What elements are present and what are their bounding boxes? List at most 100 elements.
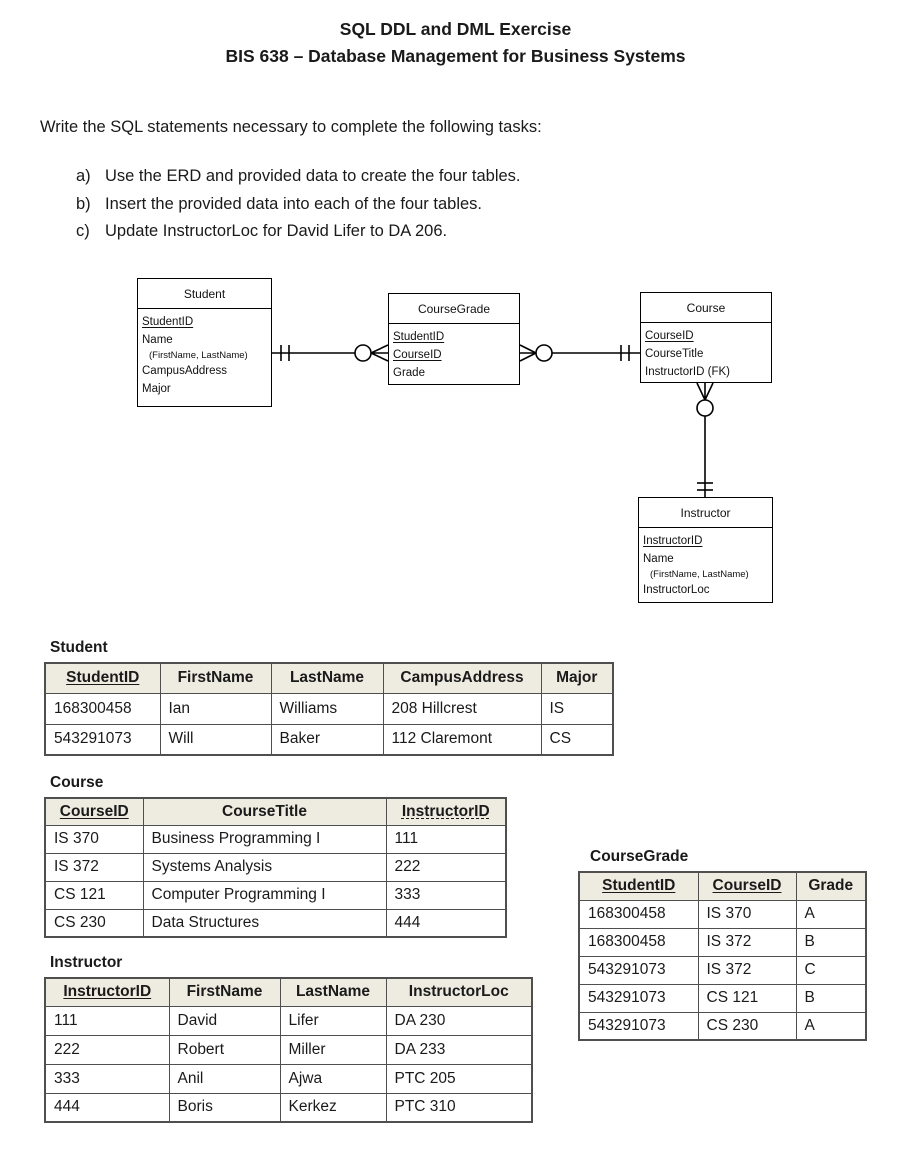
task-item: a) Use the ERD and provided data to creat…: [76, 163, 521, 191]
task-list: a) Use the ERD and provided data to creat…: [76, 163, 521, 246]
table-cell: Ajwa: [279, 1063, 387, 1094]
entity-attribute: InstructorLoc: [643, 584, 710, 596]
entity-attribute: Name: [142, 334, 173, 346]
table-cell: Miller: [279, 1034, 387, 1065]
connector-course-instructor: [696, 382, 714, 497]
table-cell: IS 370: [697, 899, 797, 929]
table-cell: IS: [540, 692, 614, 725]
task-item: b)Insert the provided data into each of …: [76, 191, 521, 219]
table-section-label: CourseGrade: [590, 848, 689, 865]
table-header-cell: FirstName: [168, 977, 281, 1007]
connector-coursegrade-course: [519, 344, 640, 362]
task-text: Use the ERD and provided data to create …: [105, 167, 521, 185]
entity-attribute: Grade: [393, 367, 425, 379]
table-cell: Business Programming I: [142, 824, 387, 854]
crow-foot-icon: [370, 344, 389, 362]
zero-many-mark: [535, 344, 553, 362]
table-cell: 208 Hillcrest: [382, 692, 542, 725]
entity-title: Student: [138, 279, 271, 309]
task-item: c) Update InstructorLoc for David Lifer t…: [76, 218, 521, 246]
table-cell: Systems Analysis: [142, 852, 387, 882]
connector-student-coursegrade: [272, 344, 389, 362]
table-header-cell: StudentID: [578, 871, 699, 901]
table-cell: 222: [385, 852, 507, 882]
entity-attributes: StudentID CourseID Grade: [389, 324, 519, 384]
task-text: Update InstructorLoc for David Lifer to …: [105, 222, 448, 240]
table-cell: David: [168, 1005, 281, 1036]
table-header-cell: CourseID: [697, 871, 797, 901]
entity-attribute: (FirstName, LastName): [149, 350, 248, 361]
page-title: SQL DDL and DML Exercise: [339, 19, 572, 39]
table-cell: 222: [44, 1034, 170, 1065]
table-cell: 333: [385, 880, 507, 910]
entity-attribute: StudentID: [393, 331, 445, 343]
table-cell: Lifer: [279, 1005, 387, 1036]
table-cell: CS 230: [44, 908, 144, 938]
table-header-cell: CampusAddress: [382, 662, 542, 694]
table-cell: IS 372: [697, 927, 797, 957]
table-cell: 111: [44, 1005, 170, 1036]
table-cell: PTC 310: [385, 1092, 533, 1123]
table-cell: Boris: [168, 1092, 281, 1123]
table-cell: A: [795, 899, 867, 929]
table-cell: Baker: [270, 723, 384, 756]
task-marker: b): [76, 194, 91, 213]
table-cell: 112 Claremont: [382, 723, 542, 756]
task-marker: c): [76, 222, 90, 240]
zero-many-mark: [354, 344, 372, 362]
table-cell: CS 121: [697, 983, 797, 1013]
table-cell: IS 372: [44, 852, 144, 882]
table-cell: IS 370: [44, 824, 144, 854]
table-header-cell: Grade: [795, 871, 867, 901]
table-cell: 444: [44, 1092, 170, 1123]
table-cell: CS: [540, 723, 614, 756]
task-marker: a): [76, 167, 91, 185]
entity-attribute: InstructorID: [643, 535, 703, 547]
entity-title: CourseGrade: [389, 294, 519, 324]
table-header-cell: LastName: [279, 977, 387, 1007]
table-header-cell: Major: [540, 662, 614, 694]
table-cell: CS 230: [697, 1011, 797, 1041]
table-cell: CS 121: [44, 880, 144, 910]
table-header-cell: FirstName: [159, 662, 272, 694]
erd-connectors: [272, 344, 714, 497]
intro-text: Write the SQL statements necessary to co…: [40, 118, 542, 136]
table-cell: B: [795, 927, 867, 957]
table-cell: PTC 205: [385, 1063, 533, 1094]
table-cell: Data Structures: [142, 908, 387, 938]
table-section-label: Instructor: [50, 954, 123, 971]
table-header-cell: InstructorID: [44, 977, 170, 1007]
crow-foot-icon: [519, 344, 537, 362]
entity-attribute: CourseID: [393, 349, 442, 361]
entity-title: Instructor: [639, 498, 772, 528]
table-cell: Kerkez: [279, 1092, 387, 1123]
entity-attribute: CourseID: [645, 330, 694, 342]
table-cell: Williams: [270, 692, 384, 725]
table-cell: DA 230: [385, 1005, 533, 1036]
